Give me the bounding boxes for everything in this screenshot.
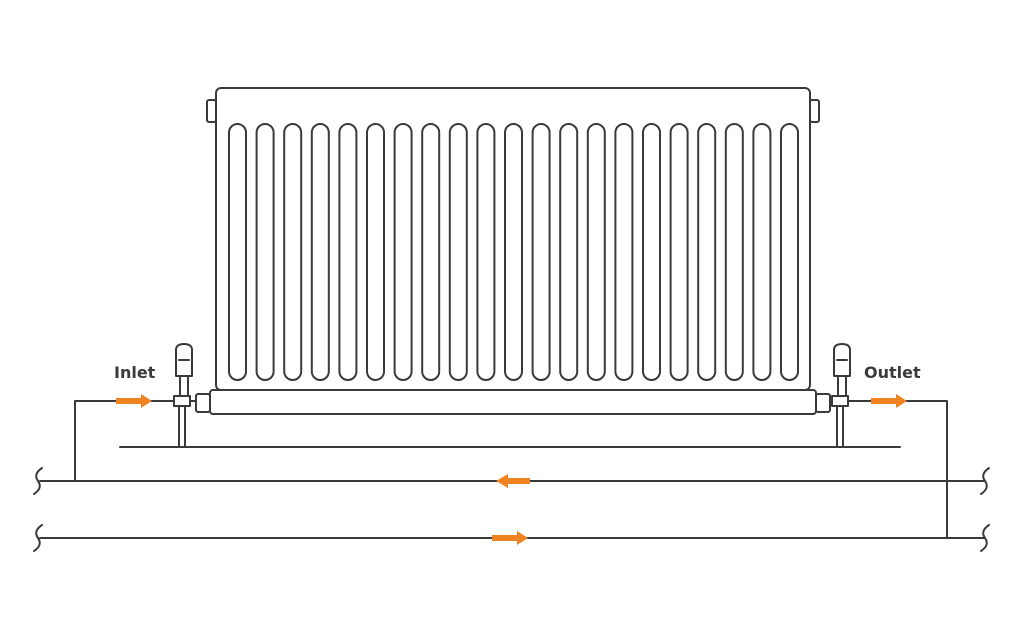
outlet-pipe <box>847 400 948 539</box>
radiator-fin <box>642 123 661 381</box>
radiator-fin <box>255 123 275 381</box>
inlet-flow-arrow-icon <box>116 394 152 408</box>
radiator-fin <box>586 123 606 381</box>
flow-main-flow-arrow-icon <box>492 531 528 545</box>
return-main-flow-arrow-icon <box>496 474 530 488</box>
radiator-fin <box>338 123 358 381</box>
lockshield-valve-icon <box>815 343 851 448</box>
outlet-label: Outlet <box>864 363 921 382</box>
radiator-fin <box>393 123 413 381</box>
radiator-fin <box>228 123 247 381</box>
radiator-fin <box>448 123 468 381</box>
radiator-fin <box>310 123 330 381</box>
radiator-fin <box>752 123 772 381</box>
radiator-fin <box>504 123 523 381</box>
radiator-fin <box>669 123 689 381</box>
radiator-fin <box>780 123 799 381</box>
radiator-fin <box>531 123 551 381</box>
radiator-fin <box>559 123 579 381</box>
thermostatic-valve-icon <box>173 343 211 448</box>
radiator-icon <box>206 87 820 415</box>
radiator-fin <box>476 123 496 381</box>
radiator-fin <box>421 123 441 381</box>
radiator-fin <box>697 123 717 381</box>
radiator-fin <box>724 123 744 381</box>
inlet-pipe <box>74 400 175 482</box>
outlet-flow-arrow-icon <box>871 394 907 408</box>
radiator-fin <box>366 123 385 381</box>
inlet-label: Inlet <box>114 363 156 382</box>
radiator-fin <box>614 123 634 381</box>
radiator-fin <box>283 123 303 381</box>
pipe-break-icon <box>33 467 990 552</box>
